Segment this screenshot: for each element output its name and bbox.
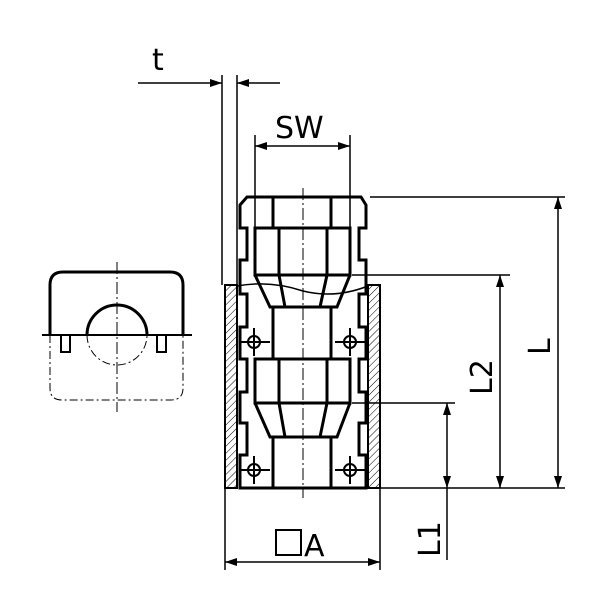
sleeve [224,283,381,489]
dim-label-l2: L2 [465,359,500,395]
dim-label-a: A [304,529,325,564]
dim-label-sw: SW [275,111,324,146]
dim-label-t: t [152,43,164,78]
dimensions [138,75,565,570]
side-view [42,262,192,412]
fitting-body [238,188,368,498]
dim-label-l: L [523,338,558,355]
dim-label-l1: L1 [413,521,448,557]
